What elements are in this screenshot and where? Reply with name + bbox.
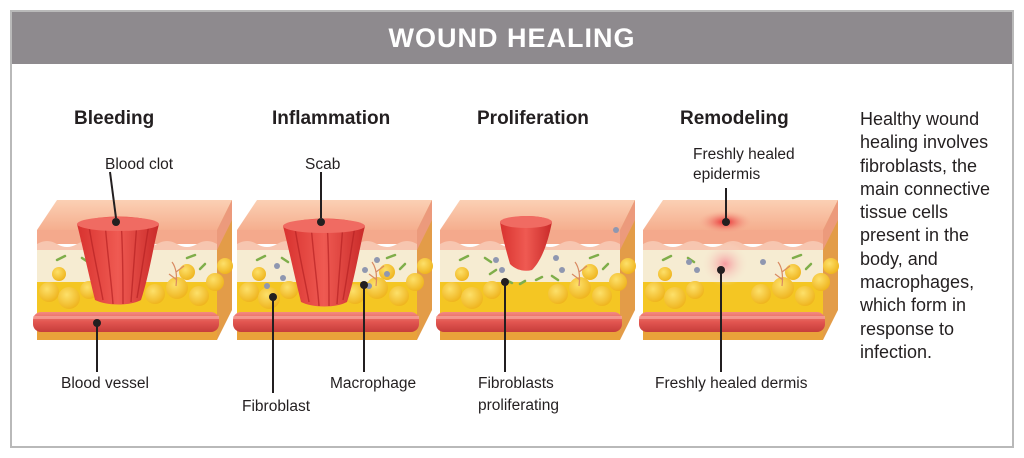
label-blood-vessel: Blood vessel: [61, 375, 149, 392]
label-fibroblast: Fibroblast: [242, 398, 311, 415]
inflammation-skin-block: [233, 200, 433, 340]
stage-title-remodeling: Remodeling: [680, 108, 789, 129]
description-line: infection.: [860, 341, 933, 362]
description-line: present in the: [860, 225, 970, 246]
label-blood-clot: Blood clot: [105, 156, 174, 173]
title-banner: WOUND HEALING: [12, 12, 1012, 64]
description-text: Healthy wound healing involves fibroblas…: [860, 108, 1010, 364]
stage-title-inflammation: Inflammation: [272, 108, 391, 129]
description-line: tissue cells: [860, 202, 949, 223]
description-line: macrophages,: [860, 272, 975, 293]
label-freshly-healed-epidermis-line2: epidermis: [693, 166, 761, 183]
bleeding-skin-block: [33, 200, 233, 340]
label-freshly-healed-epidermis-line1: Freshly healed: [693, 146, 795, 163]
stage-title-proliferation: Proliferation: [477, 108, 589, 129]
label-fibroblasts-proliferating-line1: Fibroblasts: [478, 375, 554, 392]
description-line: healing involves: [860, 132, 989, 153]
figure-title: WOUND HEALING: [388, 22, 636, 53]
label-macrophage: Macrophage: [330, 375, 417, 392]
proliferation-skin-block: [436, 200, 636, 340]
description-line: body, and: [860, 248, 938, 269]
label-freshly-healed-dermis: Freshly healed dermis: [655, 375, 808, 392]
description-line: response to: [860, 318, 955, 339]
label-scab: Scab: [305, 156, 341, 173]
remodeling-skin-block: [639, 200, 839, 340]
description-line: which form in: [860, 295, 967, 316]
stage-title-bleeding: Bleeding: [74, 108, 155, 129]
label-fibroblasts-proliferating-line2: proliferating: [478, 397, 559, 414]
description-line: fibroblasts, the: [860, 155, 978, 176]
description-line: Healthy wound: [860, 109, 980, 129]
description-line: main connective: [860, 178, 991, 199]
